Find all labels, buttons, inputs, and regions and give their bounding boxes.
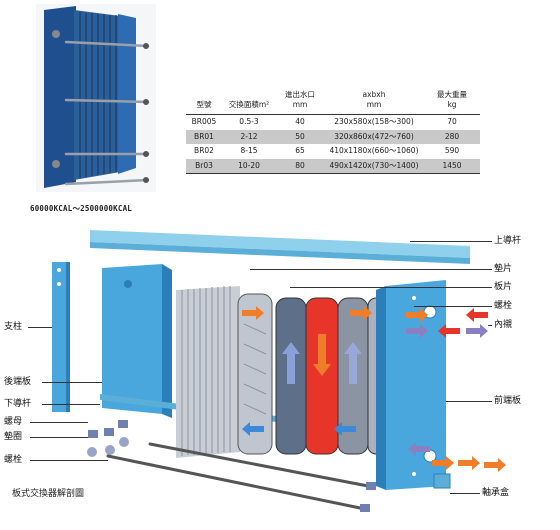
table-cell: 10-20 bbox=[222, 158, 276, 174]
heat-plate bbox=[237, 293, 273, 455]
table-cell: 0.5-3 bbox=[239, 117, 259, 126]
label-washer: 墊圈 bbox=[4, 432, 23, 442]
table-row: BR005 0.5-3 40 230x580x(158～300) 70 bbox=[186, 115, 480, 130]
label-nut: 螺母 bbox=[4, 417, 23, 427]
table-cell: 410x1180x(660～1060) bbox=[329, 146, 419, 155]
leader-line bbox=[410, 241, 492, 242]
flow-arrows-upper bbox=[242, 306, 488, 338]
label-bolt-right: 螺栓 bbox=[494, 301, 513, 311]
support-column bbox=[52, 262, 70, 412]
heat-plate bbox=[275, 297, 307, 455]
label-plate: 板片 bbox=[494, 282, 513, 292]
leader-line bbox=[42, 382, 102, 383]
heat-plate-hot bbox=[305, 297, 339, 455]
exploded-diagram bbox=[0, 224, 560, 526]
leader-line bbox=[30, 437, 88, 438]
leader-line bbox=[414, 306, 492, 307]
heat-plate bbox=[337, 297, 369, 455]
table-cell: 8-15 bbox=[240, 146, 258, 155]
bolts bbox=[106, 442, 370, 510]
leader-line bbox=[450, 493, 480, 494]
label-support-column: 支柱 bbox=[4, 322, 23, 332]
label-lower-guide-bar: 下導杆 bbox=[4, 399, 32, 409]
table-cell: BR01 bbox=[186, 129, 222, 144]
heat-exchanger-photo bbox=[36, 4, 156, 192]
column-header: 交換面積m² bbox=[222, 90, 276, 115]
front-end-plate bbox=[376, 280, 446, 490]
label-gasket: 墊片 bbox=[494, 264, 513, 274]
table-cell: 230x580x(158～300) bbox=[334, 117, 414, 126]
leader-line bbox=[488, 325, 492, 326]
label-lining: 內襯 bbox=[494, 320, 513, 330]
nuts-washers bbox=[87, 420, 129, 457]
rear-end-plate bbox=[102, 264, 172, 418]
column-header: 型號 bbox=[186, 90, 222, 115]
table-cell: BR02 bbox=[194, 146, 214, 155]
table-cell: 280 bbox=[424, 129, 480, 144]
table-row: Br03 10-20 80 490x1420x(730～1400) 1450 bbox=[186, 158, 480, 174]
leader-line bbox=[42, 404, 100, 405]
table-cell: 490x1420x(730～1400) bbox=[324, 158, 424, 174]
table-cell: 40 bbox=[295, 117, 305, 126]
table-cell: Br03 bbox=[186, 158, 222, 174]
diagram-caption: 板式交換器解剖圖 bbox=[12, 489, 85, 499]
leader-line bbox=[30, 422, 88, 423]
upper-guide-bar bbox=[90, 230, 470, 264]
label-rear-end-plate: 後端板 bbox=[4, 377, 32, 387]
flow-arrows-lower bbox=[242, 422, 506, 472]
photo-caption: 60000KCAL～2500000KCAL bbox=[30, 204, 133, 213]
table-cell: BR005 bbox=[191, 117, 217, 126]
label-upper-guide-bar: 上導杆 bbox=[494, 236, 522, 246]
label-front-end-plate: 前端板 bbox=[494, 396, 522, 406]
table-cell: 2-12 bbox=[222, 129, 276, 144]
label-bearing-box: 軸承盒 bbox=[482, 488, 510, 498]
leader-line bbox=[250, 269, 492, 270]
table-row: BR01 2-12 50 320x860x(472～760) 280 bbox=[186, 129, 480, 144]
label-bolt-left: 螺栓 bbox=[4, 455, 23, 465]
table-cell: 590 bbox=[444, 146, 460, 155]
leader-line bbox=[290, 287, 492, 288]
leader-line bbox=[28, 327, 52, 328]
table-row: BR02 8-15 65 410x1180x(660～1060) 590 bbox=[186, 144, 480, 159]
table-cell: 50 bbox=[276, 129, 324, 144]
table-cell: 80 bbox=[276, 158, 324, 174]
table-cell: 70 bbox=[447, 117, 457, 126]
grey-plate-stack bbox=[176, 286, 240, 458]
leader-line bbox=[446, 401, 492, 402]
table-cell: 65 bbox=[295, 146, 305, 155]
table-cell: 320x860x(472～760) bbox=[324, 129, 424, 144]
leader-line bbox=[30, 460, 108, 461]
table-cell: 1450 bbox=[424, 158, 480, 174]
